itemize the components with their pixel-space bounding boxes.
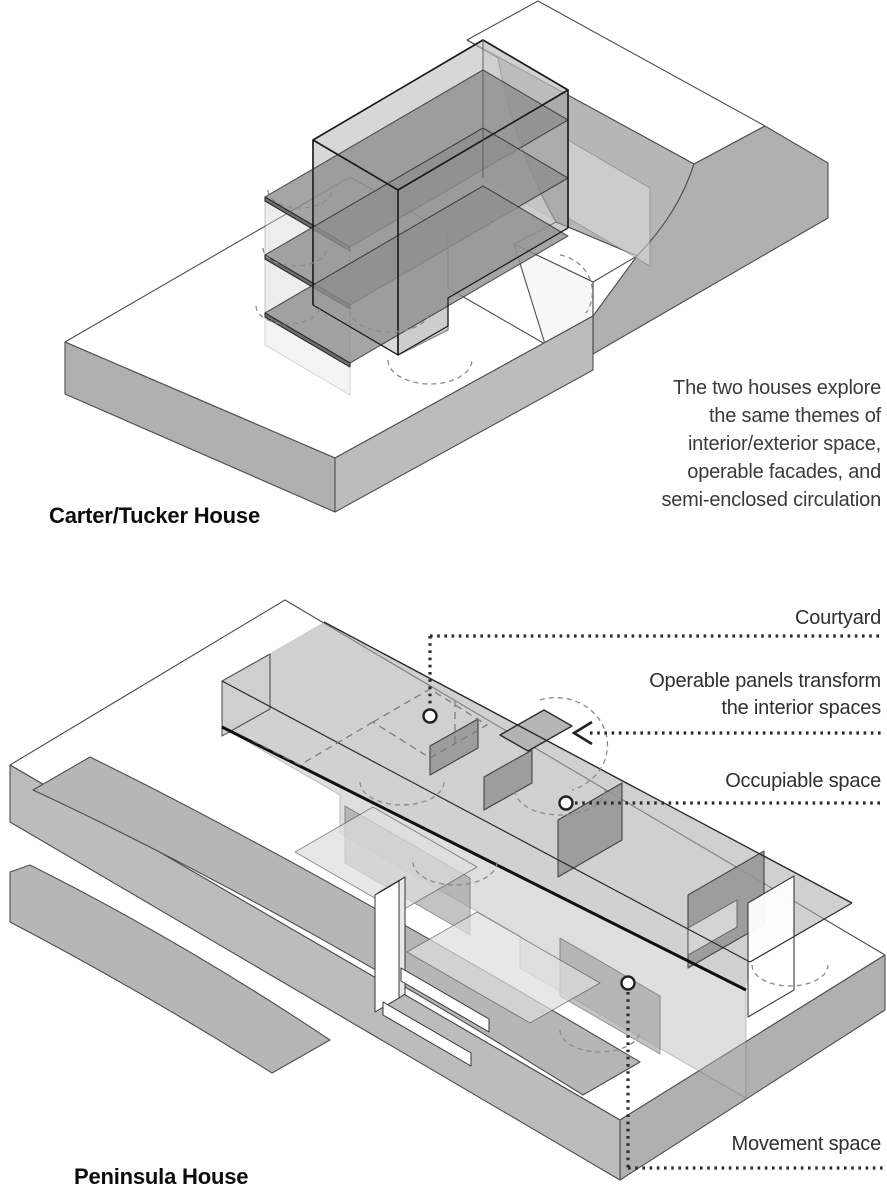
carter-tucker-title: Carter/Tucker House <box>49 503 260 528</box>
circle-marker <box>422 708 438 724</box>
operable-panel <box>499 709 573 752</box>
floor-plates <box>264 69 569 368</box>
peninsula-axonometric <box>9 599 886 1181</box>
floor-platforms <box>294 806 738 1024</box>
end-cap-nw <box>221 653 271 737</box>
carter-tucker-axonometric <box>64 0 829 513</box>
box-outlines <box>312 39 569 356</box>
leader-markers <box>422 708 636 991</box>
site-front-face <box>334 315 594 513</box>
operable-panels-label: Operable panels transform the interior s… <box>649 670 881 719</box>
floor-plate-edge <box>264 312 351 368</box>
door-swing-arcs <box>359 697 829 1053</box>
roof-edges <box>221 621 853 992</box>
arrow-left-icon <box>571 720 593 746</box>
fascia-band <box>222 681 750 990</box>
end-facade <box>747 875 795 1018</box>
courtyard-label: Courtyard <box>794 607 881 629</box>
circle-marker <box>558 795 574 811</box>
hill-slope-band-lower <box>9 864 331 1074</box>
door-swing-arcs <box>255 189 594 385</box>
walkway-beam <box>382 1001 472 1067</box>
building-bar <box>221 621 853 1099</box>
movement-screen-walls <box>374 876 490 1067</box>
building-box <box>255 39 651 396</box>
intro-annotation: The two houses explore the same themes o… <box>661 377 881 511</box>
site-front-face <box>9 764 621 1181</box>
hill-slope-band-upper <box>32 756 641 1096</box>
partition <box>557 782 623 878</box>
walkway-beam <box>400 967 490 1033</box>
courtyard-opening <box>252 688 488 766</box>
occupiable-space-label: Occupiable space <box>725 770 881 792</box>
leader-lines <box>428 634 883 1170</box>
peninsula-title: Peninsula House <box>74 1164 249 1189</box>
partition <box>429 718 479 776</box>
movement-space-label: Movement space <box>731 1133 882 1155</box>
partition <box>483 749 533 811</box>
roof-plane <box>222 622 852 962</box>
circle-marker <box>620 975 636 991</box>
